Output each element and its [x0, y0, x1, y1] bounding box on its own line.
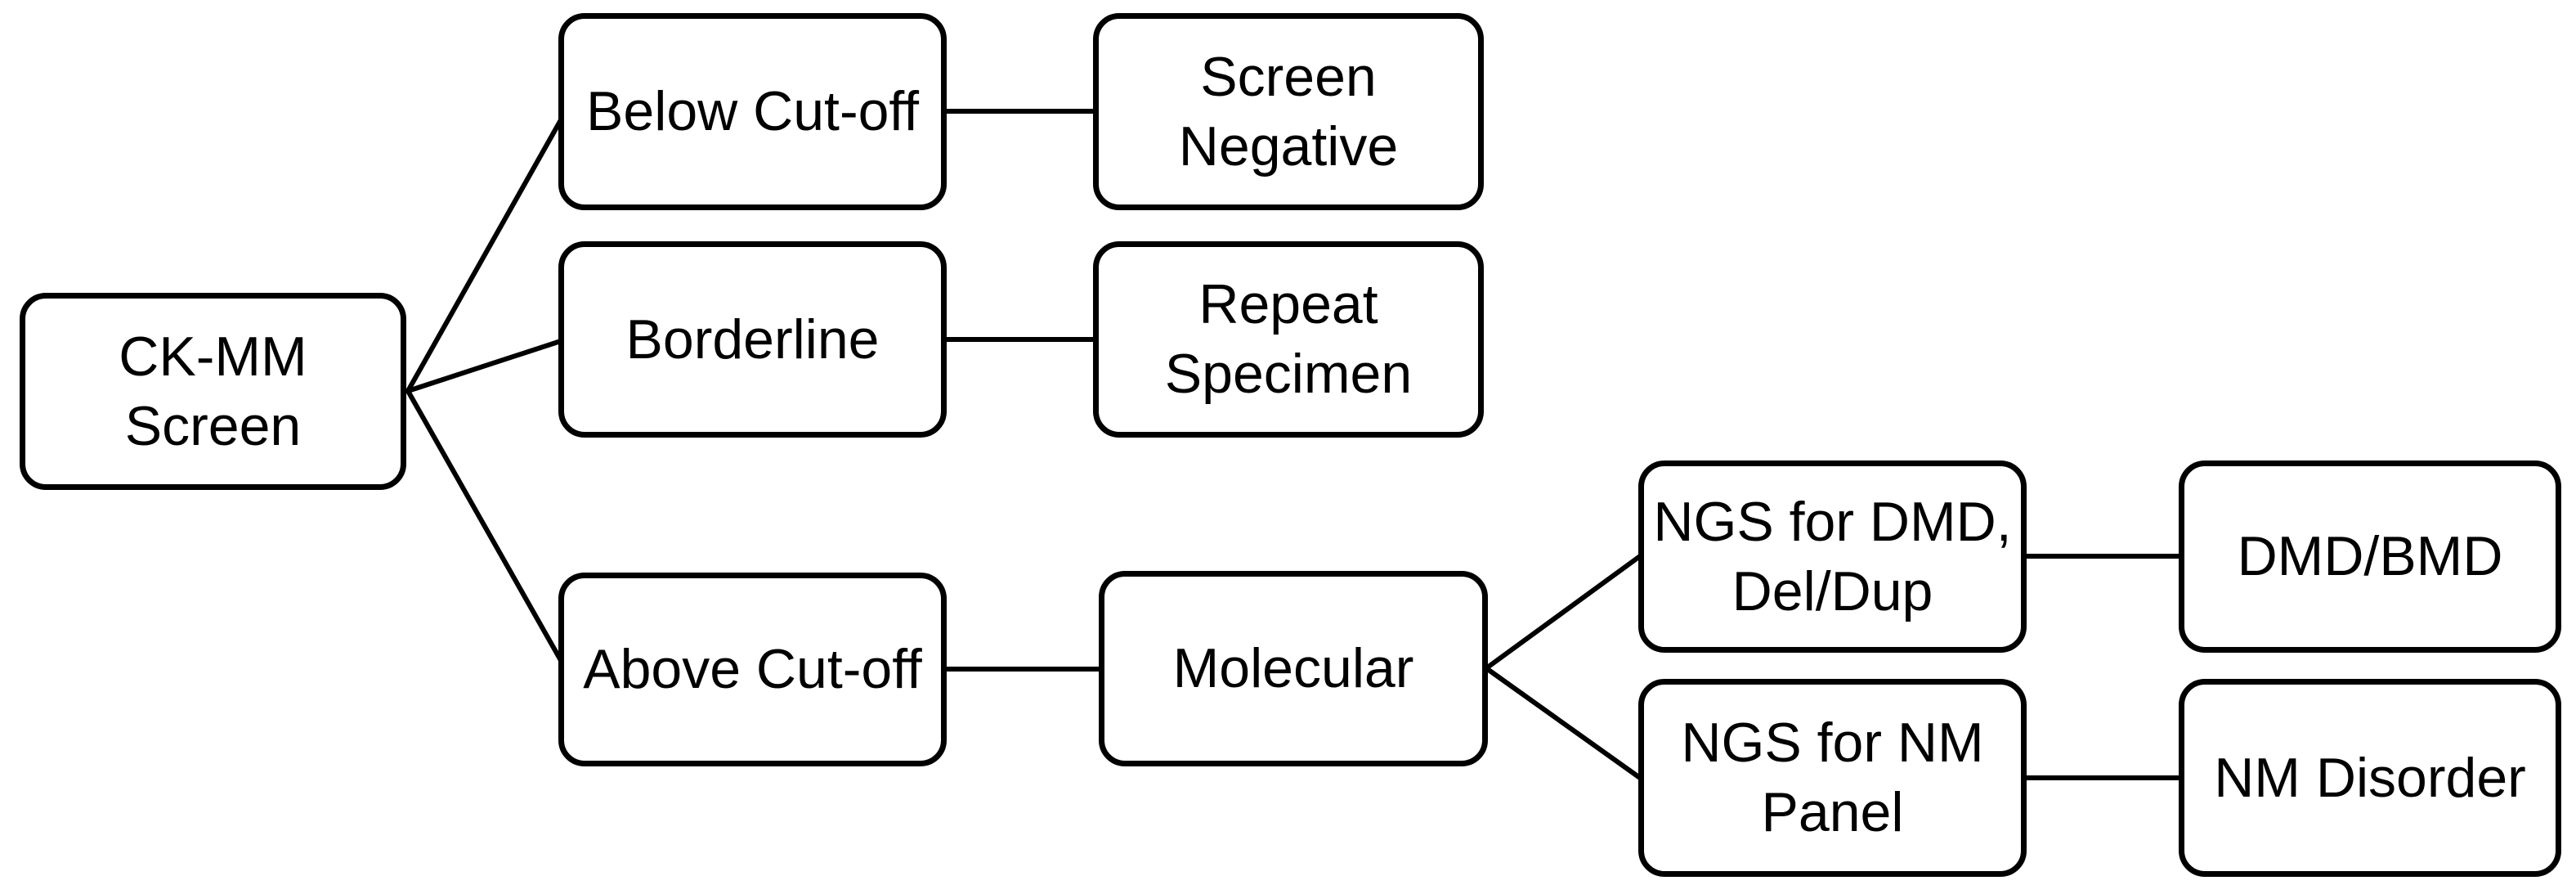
node-label: CK-MM Screen: [119, 325, 307, 457]
node-ngs-for-dmd-del-dup: NGS for DMD, Del/Dup: [1638, 460, 2027, 653]
node-ck-mm-screen: CK-MM Screen: [20, 293, 406, 490]
connector-molecular-to-ngs-nm: [1484, 666, 1642, 780]
node-above-cut-off: Above Cut-off: [558, 573, 947, 766]
node-below-cut-off: Below Cut-off: [558, 13, 947, 210]
node-label: DMD/BMD: [2237, 525, 2503, 587]
node-borderline: Borderline: [558, 241, 947, 438]
node-dmd-bmd: DMD/BMD: [2179, 460, 2561, 653]
node-label: NGS for NM Panel: [1681, 712, 1984, 843]
node-label: Molecular: [1172, 637, 1414, 699]
node-label: Repeat Specimen: [1164, 273, 1413, 405]
node-label: NM Disorder: [2214, 746, 2526, 809]
node-label: NGS for DMD, Del/Dup: [1653, 490, 2012, 622]
node-ngs-for-nm-panel: NGS for NM Panel: [1638, 679, 2027, 877]
connector-ck-to-above-cutoff: [405, 389, 568, 672]
node-nm-disorder: NM Disorder: [2179, 679, 2561, 877]
connector-ck-to-below-cutoff: [405, 109, 568, 393]
connector-ck-to-borderline: [405, 337, 568, 393]
node-molecular: Molecular: [1099, 571, 1488, 766]
connector-molecular-to-ngs-dmd: [1484, 554, 1642, 671]
node-repeat-specimen: Repeat Specimen: [1093, 241, 1484, 438]
node-label: Above Cut-off: [583, 638, 922, 700]
node-label: Below Cut-off: [586, 80, 919, 142]
node-label: Borderline: [625, 308, 880, 371]
node-screen-negative: Screen Negative: [1093, 13, 1484, 210]
node-label: Screen Negative: [1178, 45, 1399, 177]
